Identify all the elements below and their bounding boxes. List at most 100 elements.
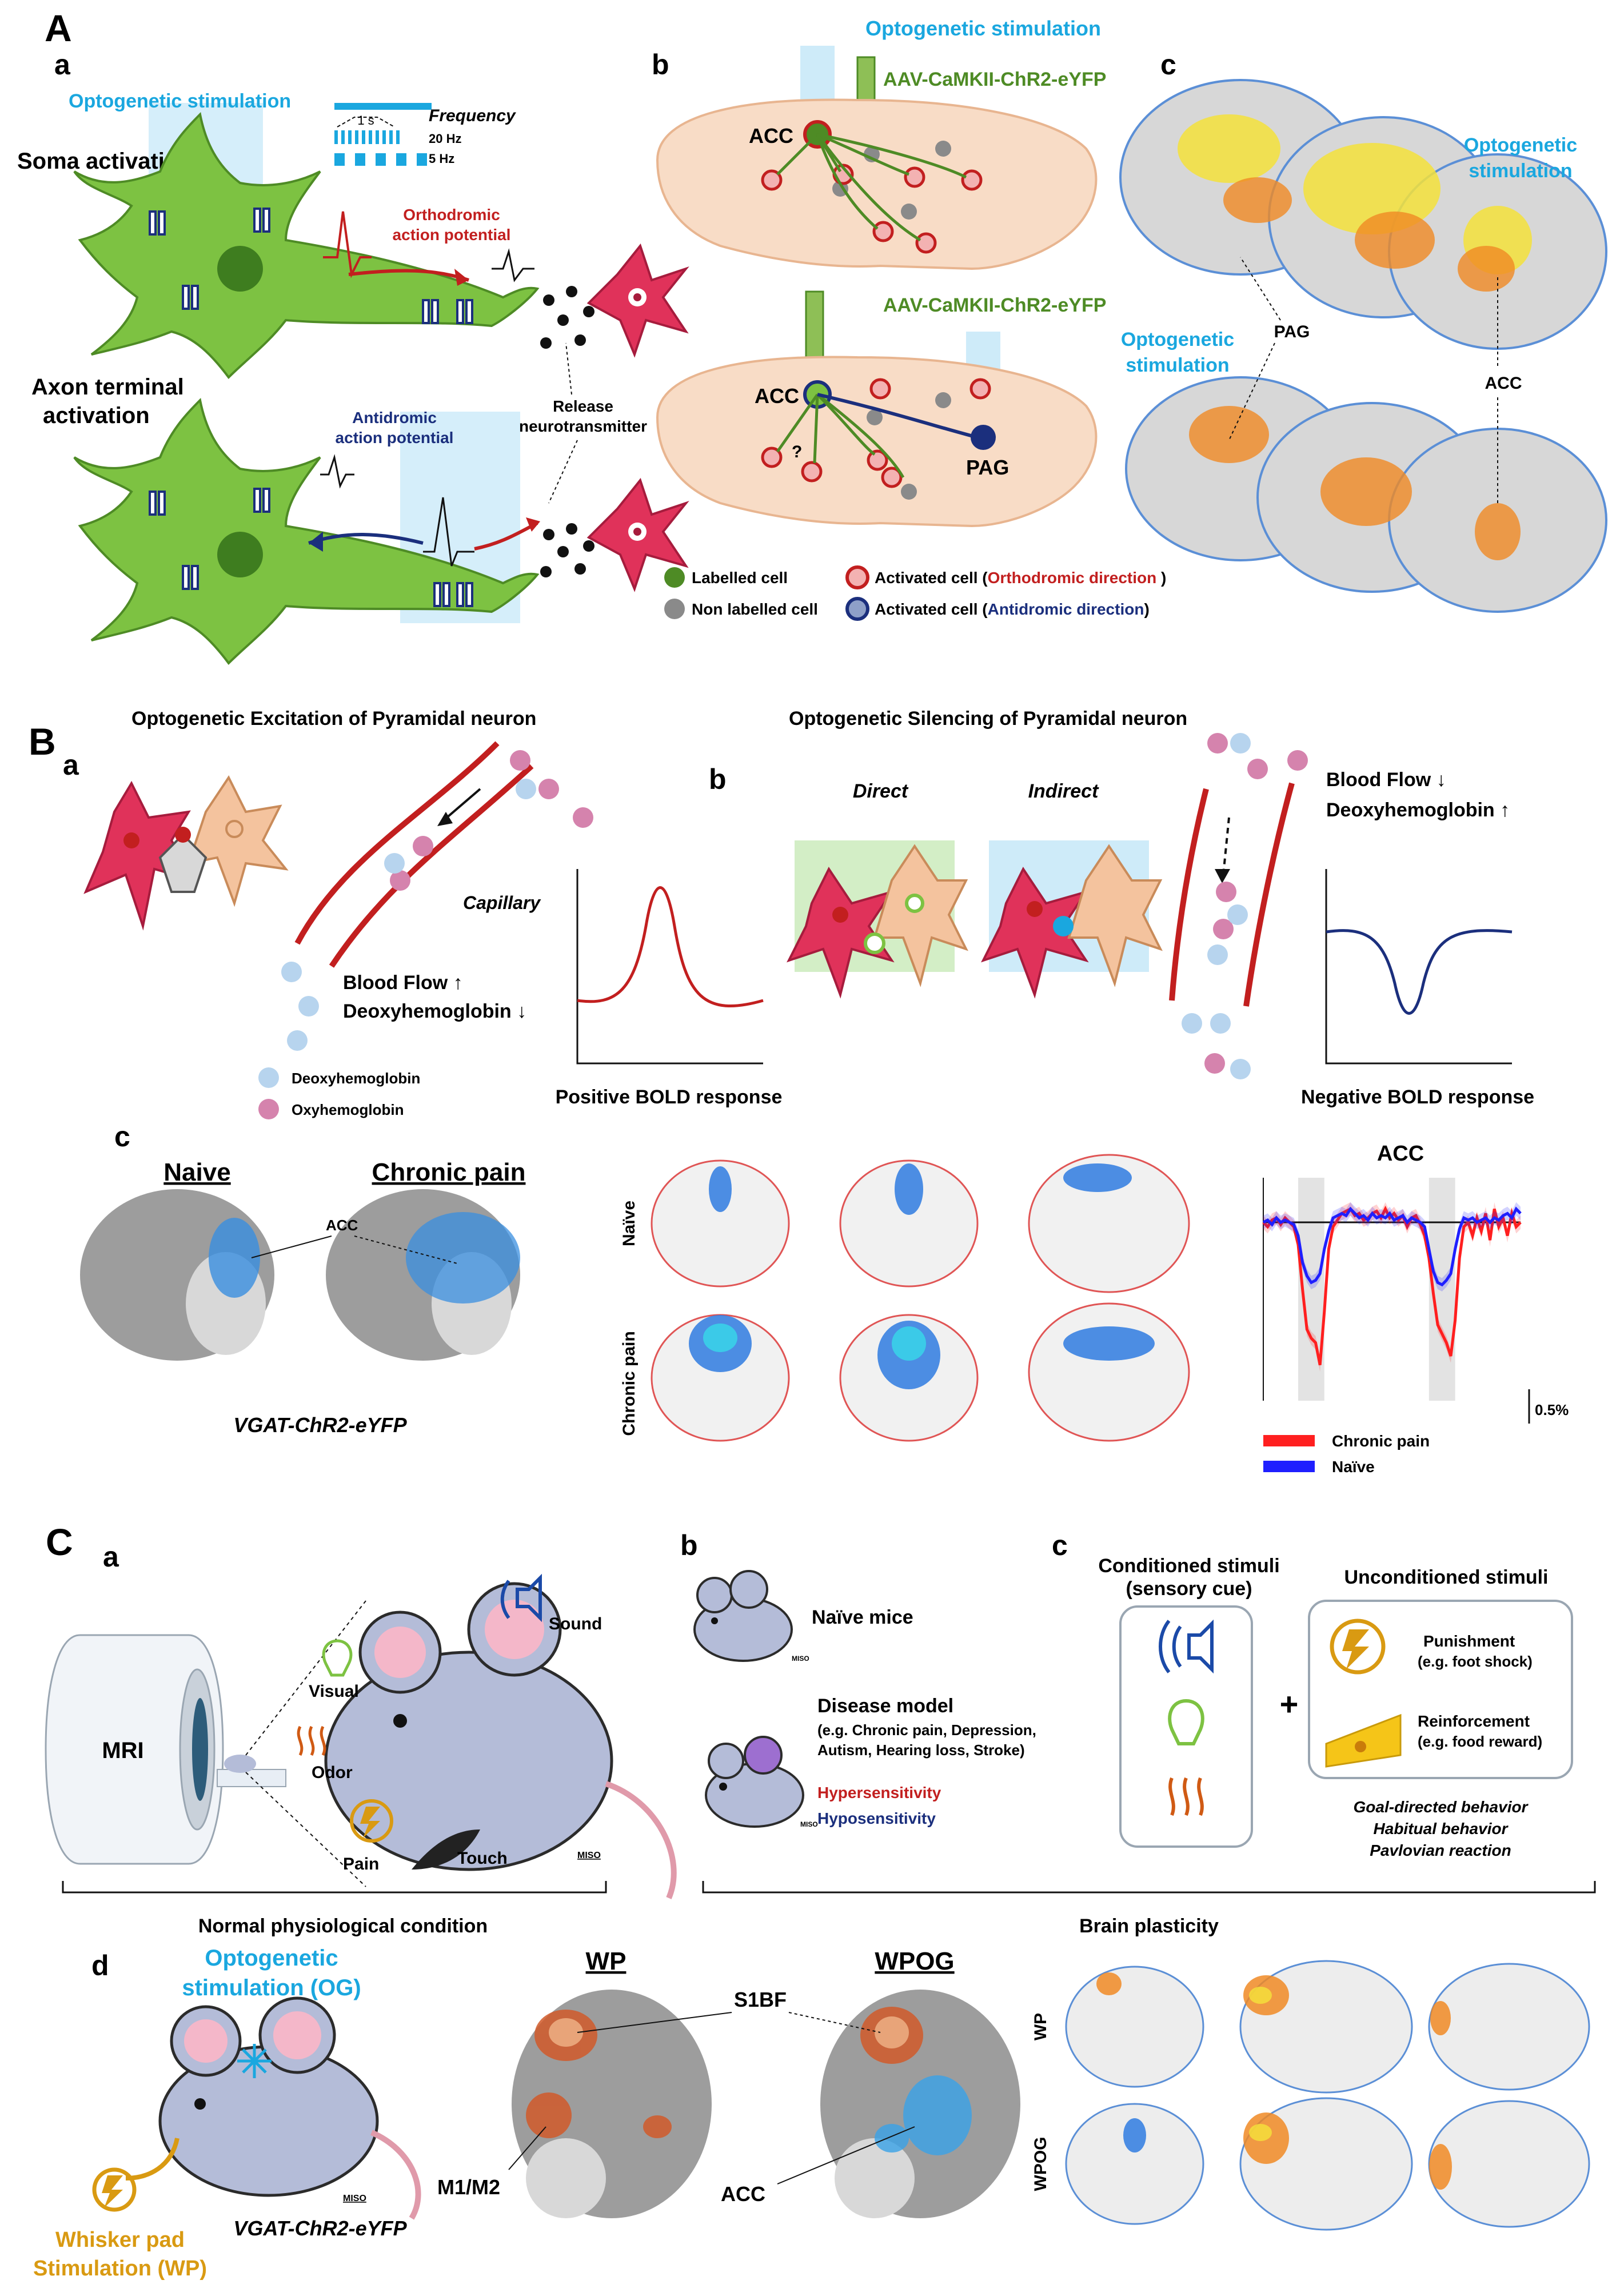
panel-b-subpanel-a: a Optogenetic Excitation of Pyramidal ne… bbox=[63, 708, 782, 1119]
panel-a-subpanel-a: a Optogenetic stimulation 1 s Frequency … bbox=[17, 49, 689, 665]
a-b-acc-2: ACC bbox=[755, 384, 799, 408]
c-b-disease: Disease model bbox=[817, 1695, 953, 1717]
a-c-pag-label: PAG bbox=[1274, 322, 1310, 341]
a-c-acc-label: ACC bbox=[1485, 374, 1522, 393]
b-b-title: Optogenetic Silencing of Pyramidal neuro… bbox=[789, 708, 1187, 730]
c-d-wpog-label: WPOG bbox=[875, 1947, 954, 1975]
c-d-letter: d bbox=[91, 1950, 109, 1982]
a-b-pag-label: PAG bbox=[966, 456, 1009, 479]
a-a-axon-line2: activation bbox=[43, 403, 150, 428]
panel-c-subpanel-d: d Optogenetic stimulation (OG) Whisker p… bbox=[33, 1946, 1590, 2281]
c-b-letter: b bbox=[680, 1529, 698, 1561]
c-b-miso-1: MISO bbox=[792, 1655, 809, 1663]
a-a-antidromic: Antidromic bbox=[352, 409, 437, 426]
a-b-virus-label-2: AAV-CaMKII-ChR2-eYFP bbox=[883, 294, 1106, 316]
c-a-visual: Visual bbox=[309, 1682, 359, 1701]
b-a-legend-oxy: Oxyhemoglobin bbox=[292, 1101, 404, 1118]
c-b-disease-ex1: (e.g. Chronic pain, Depression, bbox=[817, 1721, 1036, 1739]
a-c-opto-1-l2: stimulation bbox=[1469, 160, 1572, 182]
series-band-0 bbox=[1263, 1202, 1521, 1372]
b-c-acc-label: ACC bbox=[326, 1217, 358, 1234]
a-a-release: Release bbox=[553, 397, 613, 415]
panel-c-letter: C bbox=[46, 1521, 73, 1563]
b-c-leg-chronic: Chronic pain bbox=[1332, 1432, 1430, 1450]
b-c-scale-bar: 0.5% bbox=[1535, 1401, 1569, 1418]
c-d-s1bf: S1BF bbox=[734, 1988, 787, 2011]
c-a-pain: Pain bbox=[343, 1855, 379, 1874]
c-d-wp-label: WP bbox=[586, 1947, 627, 1975]
odor-icon bbox=[297, 1725, 326, 1756]
a-a-5hz: 5 Hz bbox=[429, 152, 454, 166]
b-a-capillary: Capillary bbox=[463, 892, 541, 913]
c-d-og2: stimulation (OG) bbox=[182, 1975, 361, 2000]
a-a-neurotransmitter: neurotransmitter bbox=[519, 417, 647, 435]
b-b-blood-flow: Blood Flow ↓ bbox=[1326, 769, 1446, 791]
b-b-direct: Direct bbox=[853, 780, 909, 802]
c-d-wp2: Stimulation (WP) bbox=[33, 2257, 207, 2281]
a-c-opto-2-l1: Optogenetic bbox=[1121, 329, 1234, 350]
b-c-row-naive: Naïve bbox=[620, 1201, 639, 1246]
b-a-deoxy: Deoxyhemoglobin ↓ bbox=[343, 1000, 526, 1022]
c-b-naive: Naïve mice bbox=[812, 1607, 913, 1628]
c-a-sound: Sound bbox=[549, 1615, 602, 1633]
c-d-row-wpog: WPOG bbox=[1031, 2137, 1050, 2191]
a-b-letter: b bbox=[652, 49, 669, 81]
legend-act-ortho-post: ) bbox=[1156, 569, 1166, 587]
c-a-miso: MISO bbox=[577, 1851, 601, 1860]
speaker-icon bbox=[516, 1573, 542, 1623]
a-b-opto-label: Optogenetic stimulation bbox=[865, 17, 1101, 40]
c-c-reinf: Reinforcement bbox=[1418, 1712, 1530, 1730]
legend-anti-word: Antidromic direction bbox=[988, 600, 1144, 618]
b-c-vgat: VGAT-ChR2-eYFP bbox=[233, 1413, 407, 1437]
lightbulb-icon-cs bbox=[1168, 1699, 1204, 1745]
b-c-chronic: Chronic pain bbox=[372, 1158, 526, 1186]
b-b-deoxy: Deoxyhemoglobin ↑ bbox=[1326, 799, 1510, 821]
whisker-shock-icon bbox=[92, 2167, 137, 2212]
legend-act-anti-post: ) bbox=[1144, 600, 1149, 618]
a-a-one-second: 1 s bbox=[357, 113, 374, 127]
c-c-us: Unconditioned stimuli bbox=[1344, 1566, 1549, 1588]
panel-b-subpanel-c: c Naive Chronic pain ACC VGAT-ChR2-eYFP … bbox=[80, 1121, 1569, 1476]
a-a-opto-label: Optogenetic stimulation bbox=[69, 90, 291, 112]
b-c-naive: Naive bbox=[163, 1158, 230, 1186]
c-d-miso: MISO bbox=[343, 2194, 366, 2203]
c-b-miso-2: MISO bbox=[800, 1820, 818, 1828]
c-c-beh2: Habitual behavior bbox=[1374, 1820, 1509, 1837]
c-b-bracket: Brain plasticity bbox=[1079, 1915, 1219, 1937]
panel-c-subpanel-b: b MISO Naïve mice Disease model (e.g. Ch… bbox=[680, 1529, 1596, 1937]
b-c-leg-naive: Naïve bbox=[1332, 1458, 1375, 1476]
c-a-touch: Touch bbox=[457, 1849, 508, 1868]
c-c-punish: Punishment bbox=[1423, 1632, 1515, 1650]
panel-b-subpanel-b: Optogenetic Silencing of Pyramidal neuro… bbox=[709, 708, 1534, 1108]
b-a-legend-deoxy: Deoxyhemoglobin bbox=[292, 1070, 420, 1087]
c-d-vgat: VGAT-ChR2-eYFP bbox=[233, 2217, 407, 2240]
pain-icon bbox=[350, 1799, 393, 1843]
a-a-letter: a bbox=[54, 49, 71, 81]
b-c-plot-title: ACC bbox=[1377, 1142, 1424, 1166]
c-d-wp1: Whisker pad bbox=[55, 2228, 185, 2252]
a-b-acc-1: ACC bbox=[749, 124, 793, 148]
odor-icon-cs bbox=[1168, 1777, 1204, 1816]
c-c-cs1: Conditioned stimuli bbox=[1098, 1555, 1279, 1577]
b-a-response: Positive BOLD response bbox=[556, 1086, 783, 1108]
b-b-response: Negative BOLD response bbox=[1301, 1086, 1534, 1108]
c-b-disease-ex2: Autism, Hearing loss, Stroke) bbox=[817, 1741, 1025, 1759]
svg-text:Activated cell (Orthodromic di: Activated cell (Orthodromic direction ) bbox=[875, 569, 1166, 587]
c-c-letter: c bbox=[1052, 1529, 1068, 1561]
b-c-letter: c bbox=[114, 1121, 130, 1153]
legend-act-ortho-pre: Activated cell ( bbox=[875, 569, 988, 587]
shock-icon bbox=[1330, 1619, 1386, 1675]
b-b-letter: b bbox=[709, 763, 727, 795]
a-c-letter: c bbox=[1160, 49, 1176, 81]
c-b-hypo: Hyposensitivity bbox=[817, 1809, 936, 1827]
c-d-og1: Optogenetic bbox=[205, 1946, 338, 1971]
b-a-letter: a bbox=[63, 749, 79, 781]
acc-timeseries-chart bbox=[1262, 1178, 1522, 1401]
feather-icon bbox=[412, 1829, 480, 1870]
c-d-row-wp: WP bbox=[1031, 2013, 1050, 2040]
c-c-punish-ex: (e.g. foot shock) bbox=[1418, 1653, 1533, 1670]
a-c-opto-2-l2: stimulation bbox=[1126, 354, 1229, 376]
c-b-hyper: Hypersensitivity bbox=[817, 1784, 941, 1801]
panel-a-letter: A bbox=[45, 7, 72, 49]
